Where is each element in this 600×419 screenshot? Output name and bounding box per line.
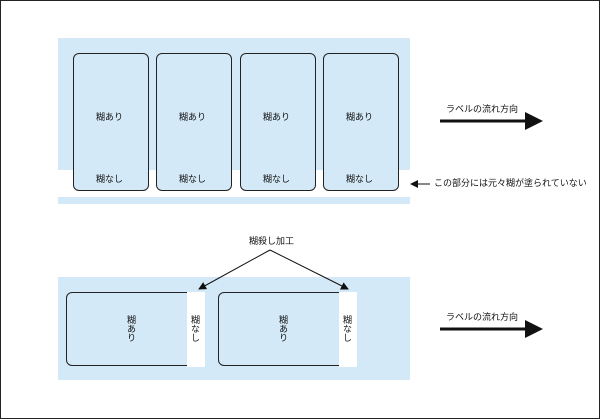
process-arrow-left-icon: [198, 249, 271, 290]
no-glue-area-text: 糊なし: [341, 315, 351, 342]
glue-kill-process-label: 糊殺し加工: [249, 237, 295, 247]
no-glue-area-text: 糊なし: [96, 175, 124, 185]
glue-area-text: 糊あり: [125, 315, 135, 342]
top-flow-direction-label: ラベルの流れ方向: [446, 105, 519, 115]
top-liner-edge: [58, 197, 410, 204]
top-no-glue-note: この部分には元々糊が塗られていない: [434, 179, 587, 189]
top-label-4: 糊あり 糊なし: [323, 53, 399, 191]
glue-area-text: 糊あり: [277, 315, 287, 342]
top-label-2: 糊あり 糊なし: [156, 53, 232, 191]
bottom-flow-direction-label: ラベルの流れ方向: [446, 313, 519, 323]
glue-area-text: 糊あり: [96, 113, 124, 123]
bottom-label-2: 糊あり 糊なし: [218, 292, 357, 367]
glue-area-text: 糊あり: [346, 113, 374, 123]
top-label-1: 糊あり 糊なし: [73, 53, 149, 191]
glue-area-text: 糊あり: [263, 113, 291, 123]
no-glue-area-text: 糊なし: [179, 175, 207, 185]
glue-kill-strip: [339, 292, 357, 367]
no-glue-area-text: 糊なし: [346, 175, 374, 185]
no-glue-area-text: 糊なし: [189, 315, 199, 342]
glue-kill-strip: [187, 292, 205, 367]
process-arrow-right-icon: [269, 249, 349, 290]
bottom-label-1: 糊あり 糊なし: [66, 292, 205, 367]
no-glue-area-text: 糊なし: [263, 175, 291, 185]
top-label-3: 糊あり 糊なし: [240, 53, 316, 191]
glue-area-text: 糊あり: [179, 113, 207, 123]
